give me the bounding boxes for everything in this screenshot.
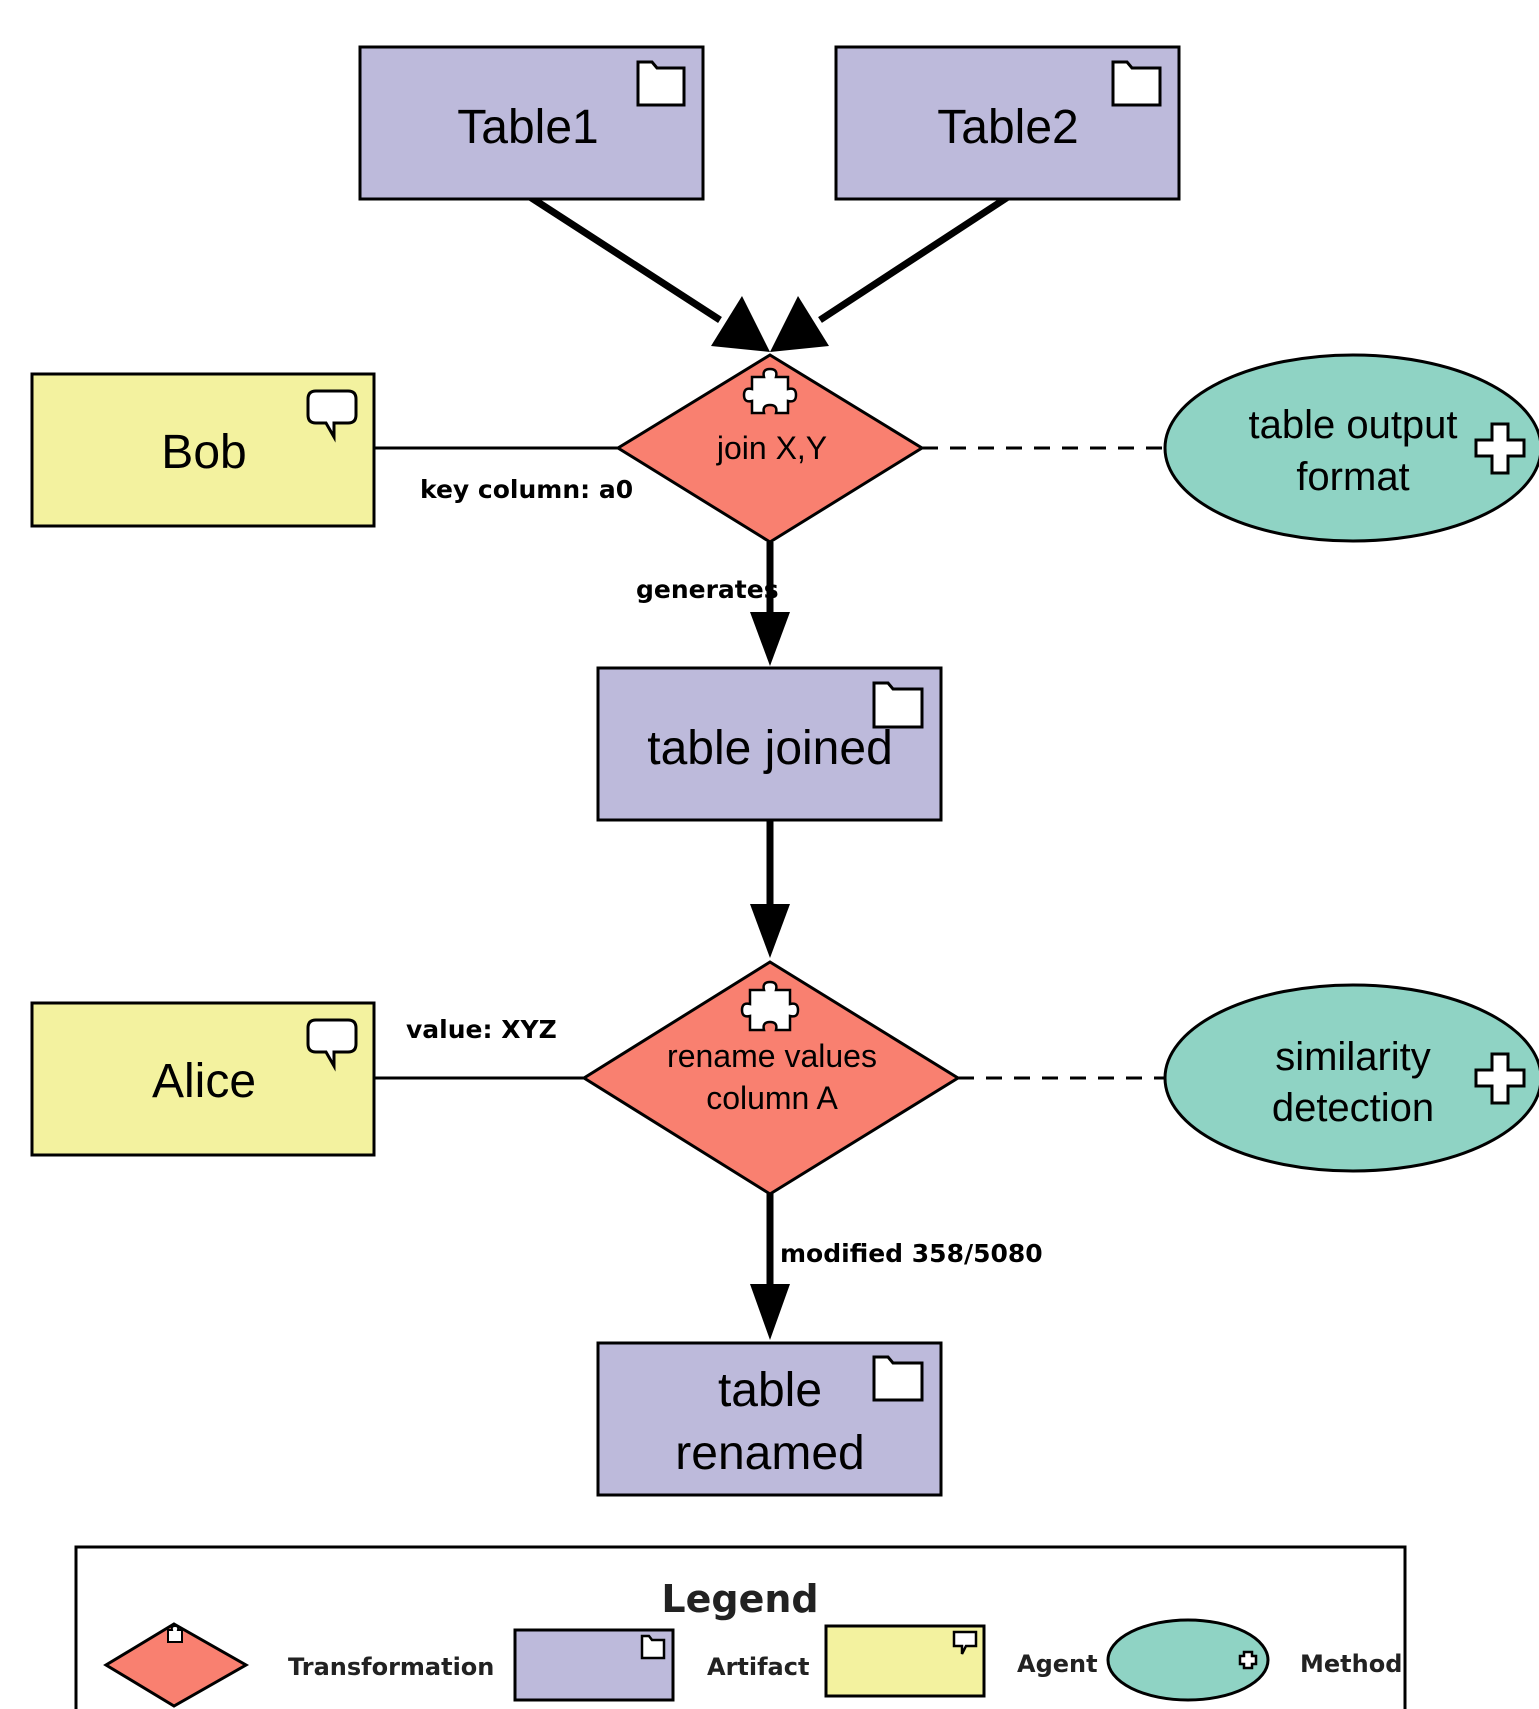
method-label-line2: detection [1272,1086,1434,1130]
agent-label: Alice [152,1055,256,1108]
transformation-label-line2: column A [706,1080,838,1116]
agent-label: Bob [161,426,246,479]
edge-table1-join [528,194,722,323]
speech-bubble-icon [952,1630,978,1655]
edge-label-value: value: XYZ [406,1015,557,1044]
arrowhead-rename-table-renamed [750,1284,790,1340]
plus-icon [1474,422,1526,475]
legend-transformation: Transformation [103,1622,494,1708]
legend-method-swatch [1106,1618,1270,1702]
plus-icon [1474,1052,1526,1105]
legend-artifact-label: Artifact [707,1653,809,1681]
legend-method: Method [1106,1618,1402,1702]
artifact-label: Table1 [457,101,598,154]
arrowhead-table-joined-rename [750,904,790,958]
legend-title: Legend [661,1577,818,1621]
method-ellipse [1163,353,1539,543]
artifact-table1[interactable]: Table1 [358,45,705,201]
method-label-line1: table output [1248,403,1457,447]
method-label-line1: similarity [1275,1035,1431,1079]
edges [374,194,1165,1340]
method-ellipse [1163,983,1539,1173]
arrowhead-table2-join [770,296,829,352]
transformation-diamond [615,353,925,544]
puzzle-piece-icon [742,367,798,415]
puzzle-piece-icon [167,1624,183,1643]
method-table-output-format[interactable]: table output format [1163,353,1539,543]
legend-artifact: Artifact [513,1628,809,1702]
speech-bubble-icon [306,1018,358,1072]
edge-label-generates: generates [636,575,779,604]
folder-icon [640,1634,666,1660]
artifact-table2[interactable]: Table2 [834,45,1181,201]
transformation-rename[interactable]: rename values column A [581,960,961,1196]
folder-icon [872,1355,924,1402]
transformation-join[interactable]: join X,Y [615,353,925,544]
legend-agent-label: Agent [1017,1650,1098,1678]
legend-agent: Agent [824,1624,1098,1698]
legend-transformation-label: Transformation [288,1653,494,1681]
artifact-table-renamed[interactable]: table renamed [596,1341,943,1497]
puzzle-piece-icon [740,980,800,1032]
arrowhead-table1-join [711,296,770,352]
folder-icon [872,681,924,729]
legend: Legend Transformation Artifact Agent [74,1545,1407,1709]
transformation-label: join X,Y [716,430,827,466]
method-similarity-detection[interactable]: similarity detection [1163,983,1539,1173]
plus-icon [1238,1650,1258,1670]
folder-icon [1111,60,1162,107]
speech-bubble-icon [306,389,358,443]
edge-label-key-column: key column: a0 [420,475,633,504]
agent-bob[interactable]: Bob [30,372,376,528]
legend-transformation-swatch [103,1622,250,1708]
artifact-label: table joined [647,722,893,775]
edge-label-modified: modified 358/5080 [780,1239,1043,1268]
folder-icon [636,60,686,107]
method-label-line2: format [1296,455,1409,499]
artifact-label: Table2 [937,101,1078,154]
artifact-label-line1: table [718,1364,822,1417]
agent-alice[interactable]: Alice [30,1001,376,1157]
arrowhead-join-table-joined [750,612,790,666]
legend-method-label: Method [1300,1650,1402,1678]
artifact-table-joined[interactable]: table joined [596,666,943,822]
transformation-diamond [581,960,961,1196]
artifact-label-line2: renamed [675,1427,864,1480]
edge-table2-join [818,194,1010,323]
transformation-label-line1: rename values [667,1038,877,1074]
